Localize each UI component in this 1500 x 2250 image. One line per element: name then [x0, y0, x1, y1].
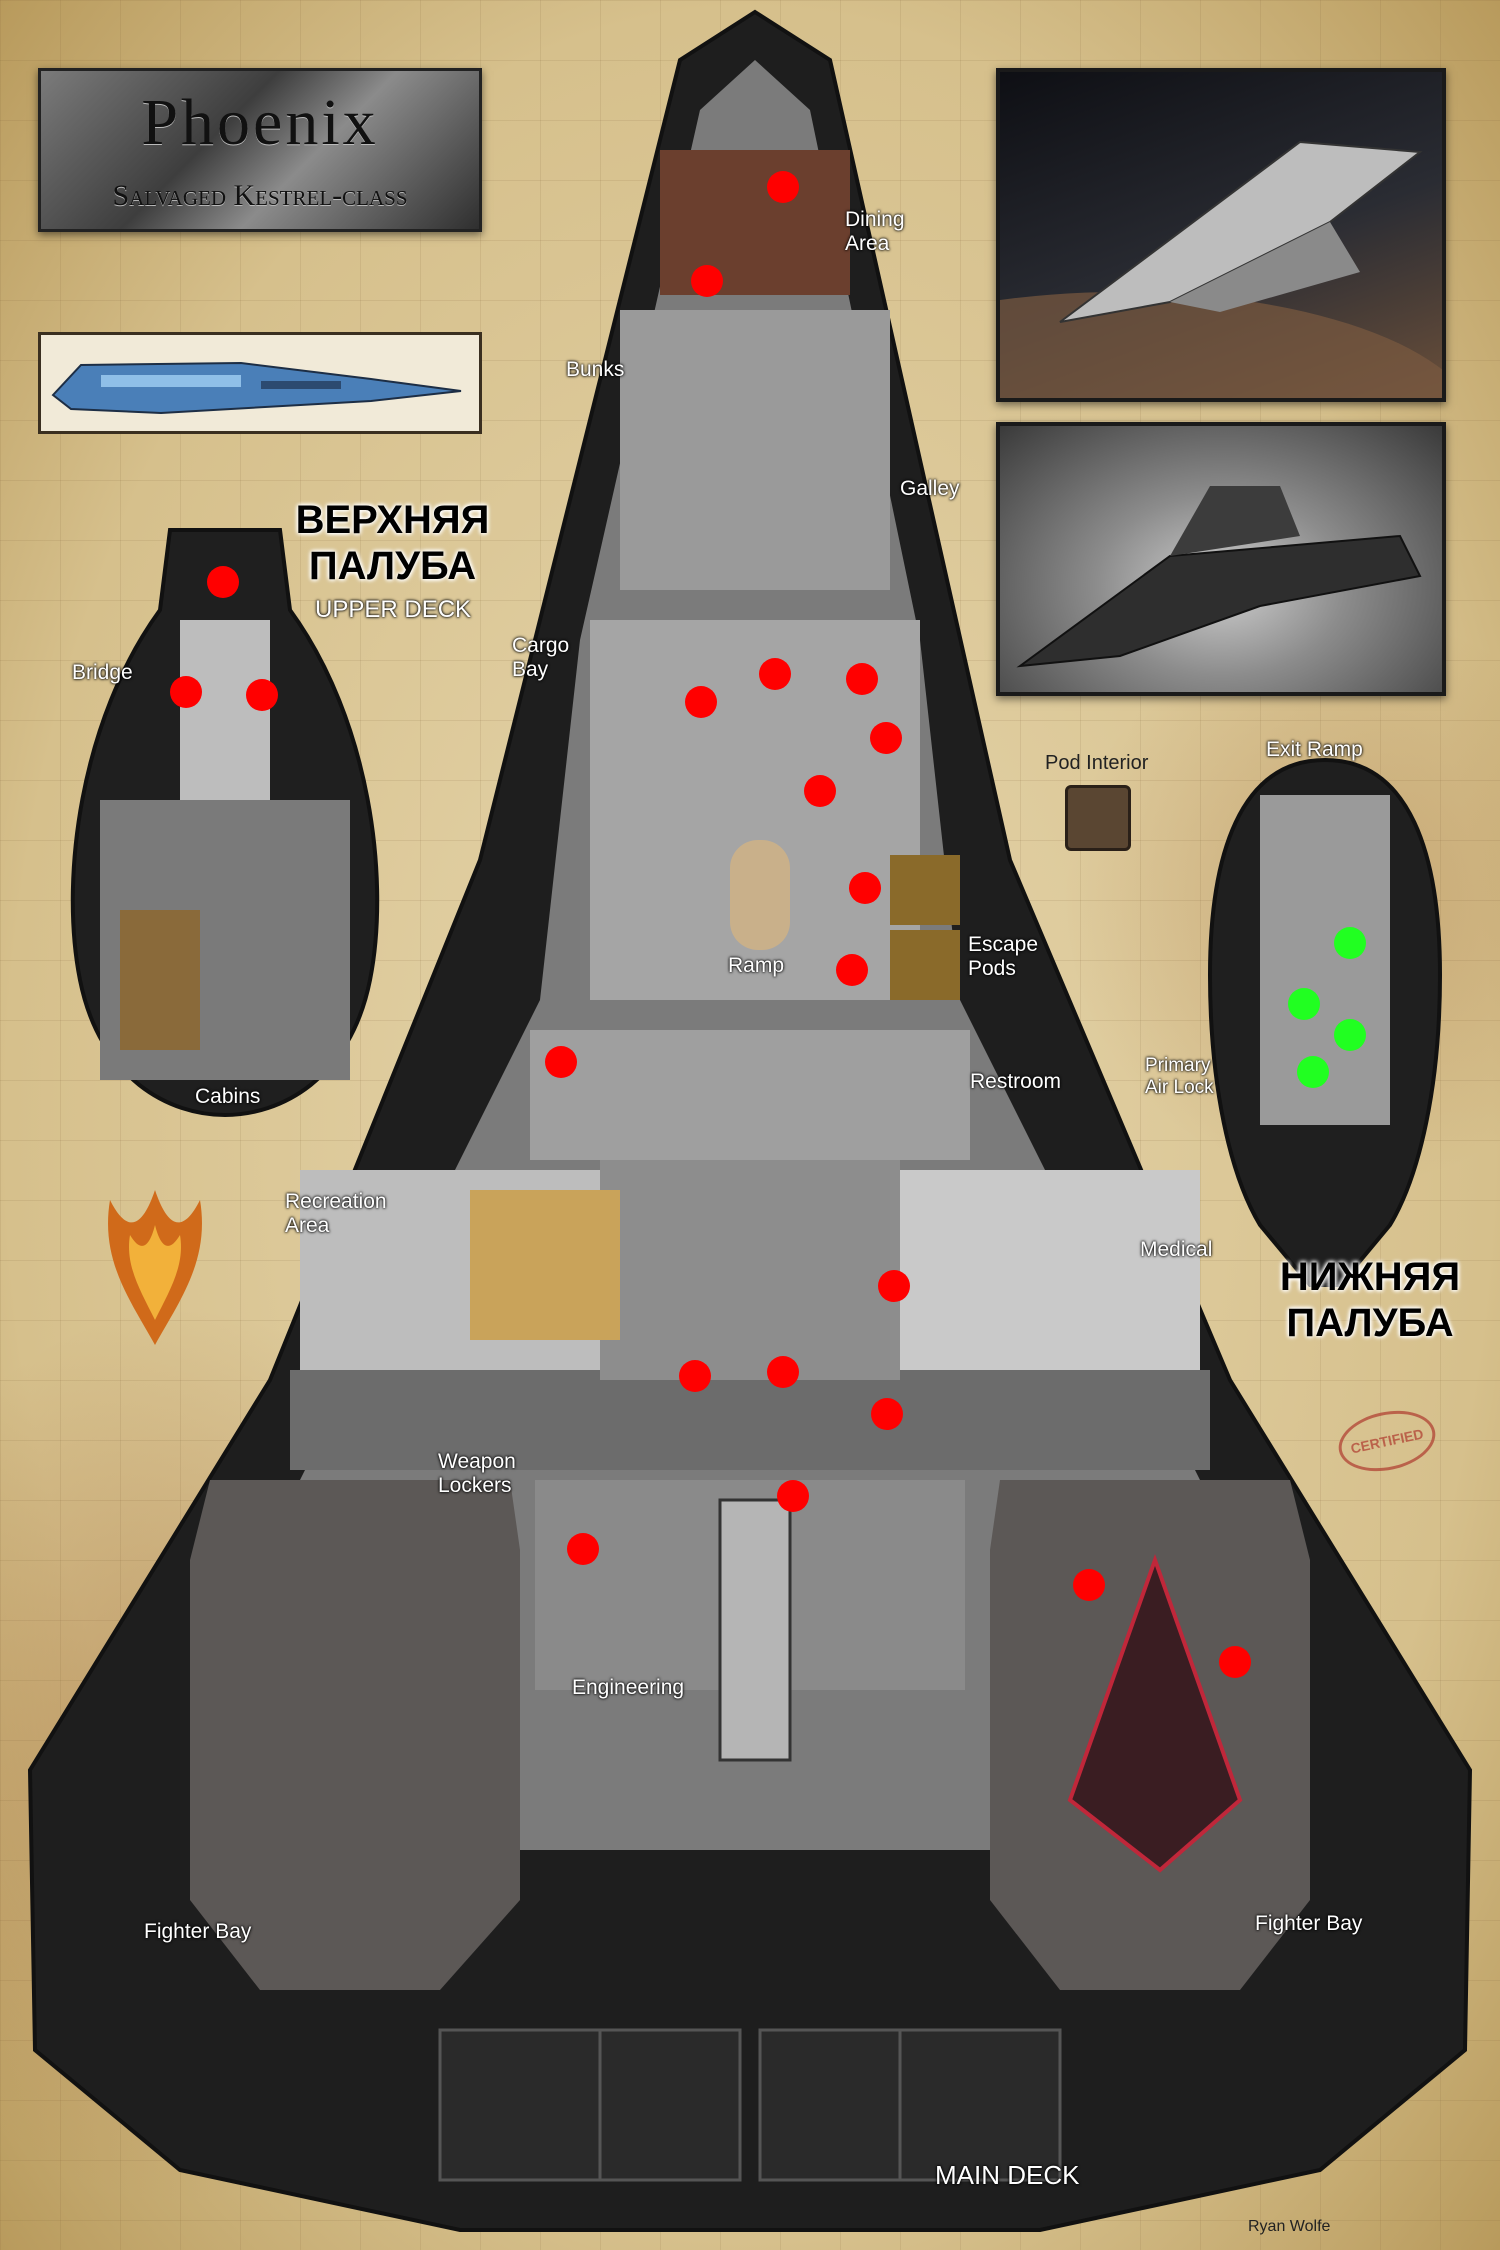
- label-airlock: Primary Air Lock: [1145, 1055, 1214, 1098]
- side-profile-panel: [38, 332, 482, 434]
- red-marker: [207, 566, 239, 598]
- label-pod-interior: Pod Interior: [1045, 752, 1149, 774]
- red-marker: [767, 171, 799, 203]
- label-medical: Medical: [1140, 1238, 1213, 1261]
- side-profile-drawing: [51, 361, 462, 415]
- upper-deck-map: [70, 528, 380, 1118]
- red-marker: [849, 872, 881, 904]
- red-marker: [685, 686, 717, 718]
- label-escape: Escape Pods: [968, 933, 1039, 980]
- artist-credit: Ryan Wolfe: [1248, 2218, 1331, 2235]
- red-marker: [846, 663, 878, 695]
- red-marker: [567, 1533, 599, 1565]
- red-marker: [767, 1356, 799, 1388]
- red-marker: [804, 775, 836, 807]
- label-cargo: Cargo Bay: [512, 634, 570, 681]
- red-marker: [679, 1360, 711, 1392]
- label-recreation: Recreation Area: [285, 1190, 387, 1237]
- lower-deck-label-ru: НИЖНЯЯ ПАЛУБА: [1279, 1255, 1461, 1345]
- label-weapons: Weapon Lockers: [438, 1450, 516, 1497]
- title-subtitle: Salvaged Kestrel-class: [112, 179, 408, 212]
- green-marker: [1334, 1019, 1366, 1051]
- label-galley: Galley: [900, 477, 960, 500]
- red-marker: [1219, 1646, 1251, 1678]
- red-marker: [759, 658, 791, 690]
- red-marker: [870, 722, 902, 754]
- main-deck-label: MAIN DECK: [935, 2160, 1080, 2190]
- green-marker: [1288, 988, 1320, 1020]
- red-marker: [691, 265, 723, 297]
- red-marker: [871, 1398, 903, 1430]
- label-fighter-left: Fighter Bay: [144, 1920, 252, 1943]
- green-marker: [1297, 1056, 1329, 1088]
- label-engineering: Engineering: [572, 1676, 685, 1699]
- label-ramp: Ramp: [728, 954, 785, 977]
- red-marker: [545, 1046, 577, 1078]
- label-bridge: Bridge: [72, 661, 133, 684]
- pod-interior-icon: [1065, 785, 1131, 851]
- red-marker: [878, 1270, 910, 1302]
- upper-deck-label-ru: ВЕРХНЯЯ ПАЛУБА: [295, 498, 490, 588]
- label-restroom: Restroom: [970, 1070, 1062, 1093]
- label-dining: Dining Area: [845, 208, 905, 255]
- red-marker: [246, 679, 278, 711]
- title-name: Phoenix: [141, 86, 379, 159]
- green-marker: [1334, 927, 1366, 959]
- label-bunks: Bunks: [566, 358, 625, 381]
- label-fighter-right: Fighter Bay: [1255, 1912, 1363, 1935]
- red-marker: [1073, 1569, 1105, 1601]
- ship-photo-studio: [996, 422, 1446, 696]
- label-exit-ramp: Exit Ramp: [1266, 738, 1363, 761]
- red-marker: [170, 676, 202, 708]
- upper-deck-label-en: UPPER DECK: [315, 596, 472, 623]
- red-marker: [777, 1480, 809, 1512]
- title-plate: Phoenix Salvaged Kestrel-class: [38, 68, 482, 232]
- red-marker: [836, 954, 868, 986]
- lower-deck-map: [1207, 757, 1443, 1287]
- phoenix-logo: [108, 1190, 202, 1345]
- label-cabins: Cabins: [195, 1085, 261, 1108]
